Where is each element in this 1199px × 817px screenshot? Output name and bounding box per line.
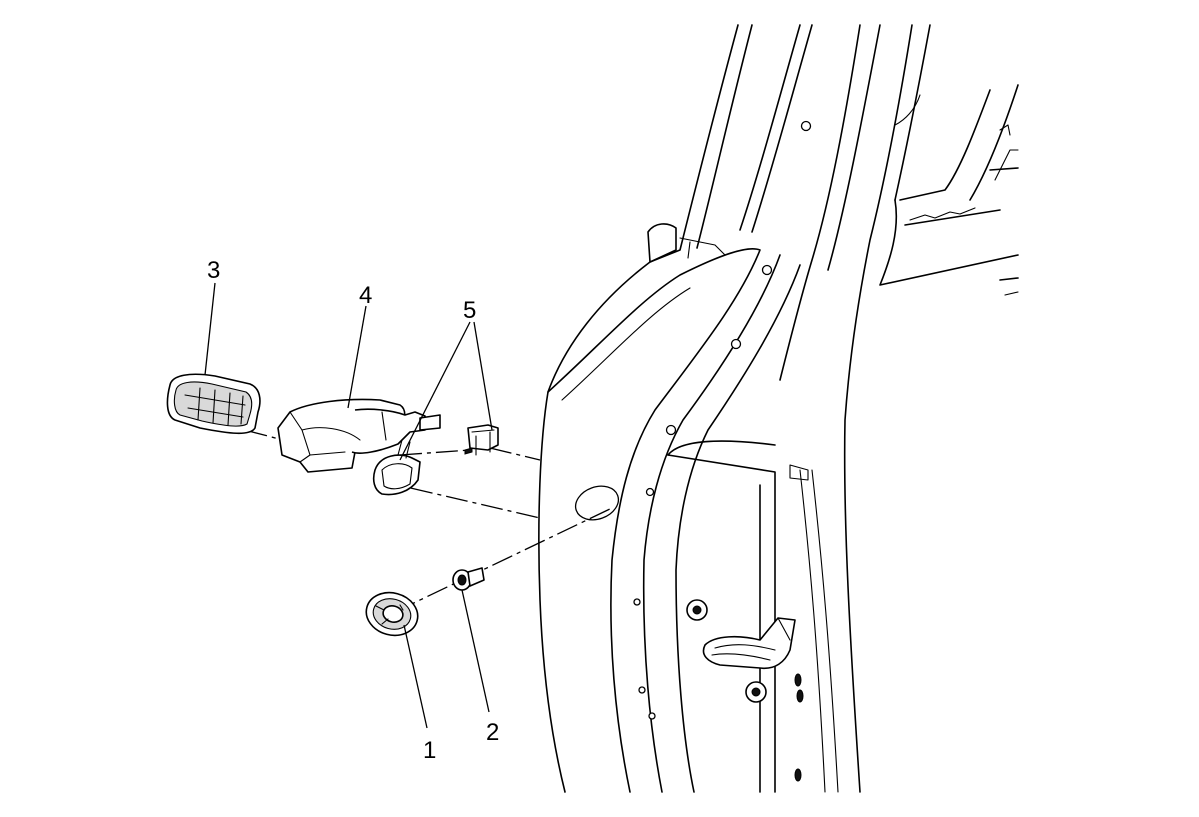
part-2-screw: [452, 567, 485, 591]
callout-4: 4: [359, 282, 372, 309]
callout-5: 5: [463, 297, 476, 324]
vehicle-body-pillar: [538, 24, 1019, 793]
part-5-clip-upper: [464, 424, 499, 456]
leader-lines: [204, 282, 493, 729]
part-5-clip-lower: [372, 439, 421, 496]
callout-2: 2: [486, 719, 499, 746]
callout-labels: 3 4 5 1 2: [207, 257, 499, 764]
part-3-bumper-cap: [166, 373, 261, 435]
callout-3: 3: [207, 257, 220, 284]
part-1-grommet: [365, 591, 419, 637]
callout-1: 1: [423, 737, 436, 764]
part-4-bumper-bracket: [277, 398, 441, 473]
